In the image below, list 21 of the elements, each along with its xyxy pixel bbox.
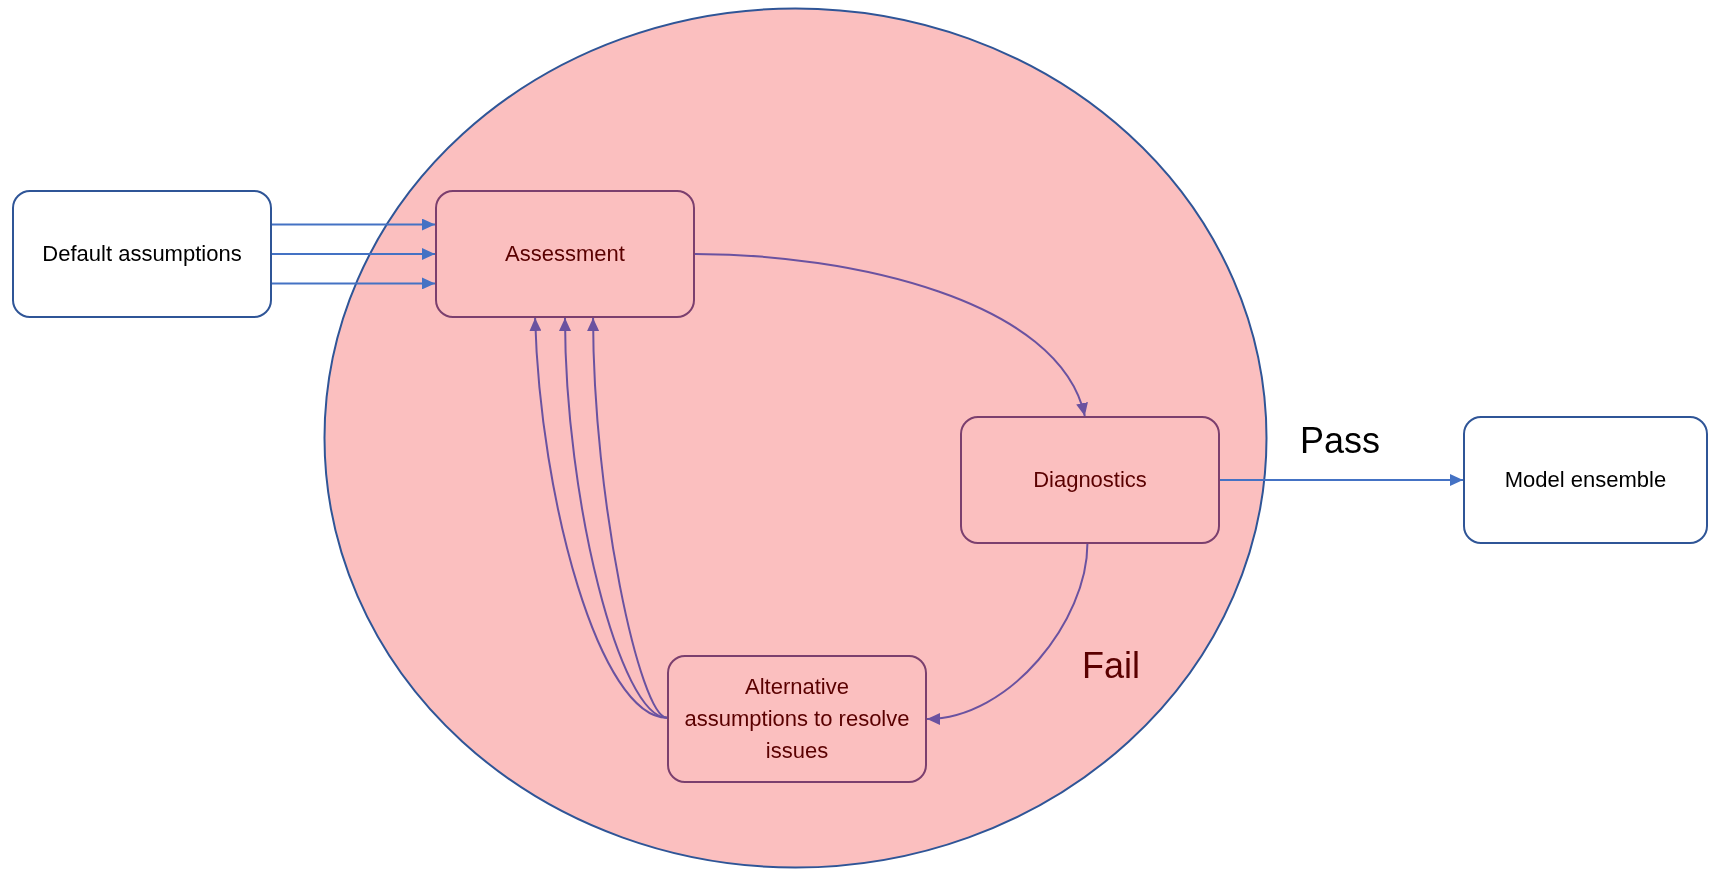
ellipse-region [323, 7, 1268, 869]
arrow [926, 543, 1089, 724]
process-box [12, 190, 272, 318]
node-label: Default assumptions [41, 240, 243, 269]
node-label: Assessment [504, 240, 626, 269]
arrow [271, 277, 436, 290]
arrow [271, 248, 436, 260]
node-label: Diagnostics [1032, 466, 1148, 495]
process-box [1463, 416, 1708, 544]
arrow [587, 317, 668, 719]
arrow [694, 253, 1086, 417]
node-label: Model ensemble [1503, 466, 1668, 495]
process-box [960, 416, 1220, 544]
arrow [271, 218, 436, 231]
edge-label: Fail [1082, 645, 1140, 687]
node-label: Alternative assumptions to resolve issues [683, 673, 911, 765]
process-box [667, 655, 927, 783]
process-box [435, 190, 695, 318]
edge-label: Pass [1300, 420, 1381, 462]
arrow [1219, 474, 1464, 486]
arrow [559, 317, 668, 719]
